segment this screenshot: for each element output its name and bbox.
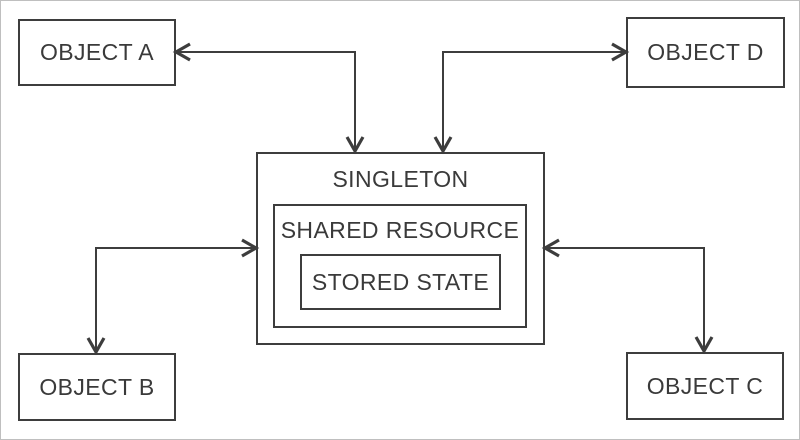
arrowhead-into-object-c [694,335,714,353]
node-singleton: SINGLETON SHARED RESOURCE STORED STATE [256,152,545,345]
arrowhead-into-object-d [610,42,628,62]
arrowhead-into-object-b [86,336,106,354]
node-shared-resource: SHARED RESOURCE STORED STATE [273,204,527,328]
node-object-a: OBJECT A [18,19,176,86]
node-stored-state: STORED STATE [300,254,501,310]
connector-object-d-singleton [442,51,625,150]
node-object-c-label: OBJECT C [646,372,764,399]
connector-object-c-singleton [546,247,705,350]
node-object-d-label: OBJECT D [647,39,764,65]
arrowhead-into-singleton-top-left [345,135,365,153]
node-shared-resource-label: SHARED RESOURCE [280,216,520,243]
node-object-b-label: OBJECT B [39,373,155,400]
node-object-c: OBJECT C [626,352,784,420]
node-object-d: OBJECT D [626,17,785,88]
arrowhead-into-object-a [174,42,192,62]
node-singleton-label: SINGLETON [332,165,469,192]
node-object-b: OBJECT B [18,353,176,421]
arrowhead-into-singleton-top-right [433,135,453,153]
arrowhead-into-singleton-left [240,238,258,258]
connector-object-b-singleton [95,247,255,351]
connector-object-a-singleton [176,51,356,150]
arrowhead-into-singleton-right [543,238,561,258]
node-object-a-label: OBJECT A [40,39,154,65]
node-stored-state-label: STORED STATE [311,268,490,295]
